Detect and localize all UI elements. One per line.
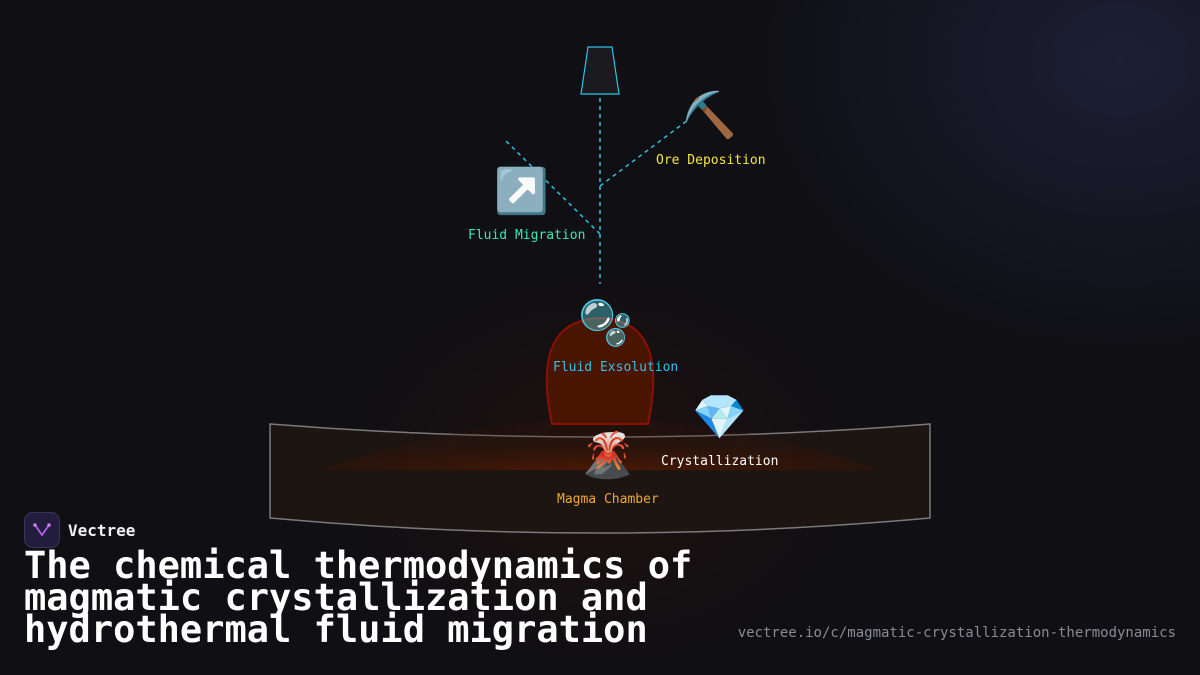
vectree-logo-icon [24,512,60,548]
migration-branch-line [504,139,601,235]
page-url[interactable]: vectree.io/c/magmatic-crystallization-th… [737,625,1176,641]
magma-body [320,420,880,470]
ore-branch-line [599,119,689,187]
surface-vent [580,46,620,95]
title-line: magmatic crystallization and [24,576,648,619]
brand-name: Vectree [68,520,136,540]
volcano-icon: 🌋 [580,430,635,481]
brand: Vectree [24,512,135,548]
magma-chamber-label: Magma Chamber [557,492,659,507]
gem-icon: 💎 [692,392,747,443]
title-line: hydrothermal fluid migration [24,608,648,651]
magma-dome [545,316,655,425]
crystallization-label: Crystallization [661,454,779,469]
pick-icon: ⛏️ [682,90,737,141]
fluid-migration-label: Fluid Migration [468,228,586,243]
fluid-exsolution-label: Fluid Exsolution [553,360,679,375]
up-right-arrow-icon: ↗️ [494,166,549,217]
bubbles-icon: 🫧 [578,298,633,349]
title-line: The chemical thermodynamics of [24,544,693,587]
ore-deposition-label: Ore Deposition [656,153,766,168]
page-title: The chemical thermodynamics of magmatic … [24,544,724,651]
